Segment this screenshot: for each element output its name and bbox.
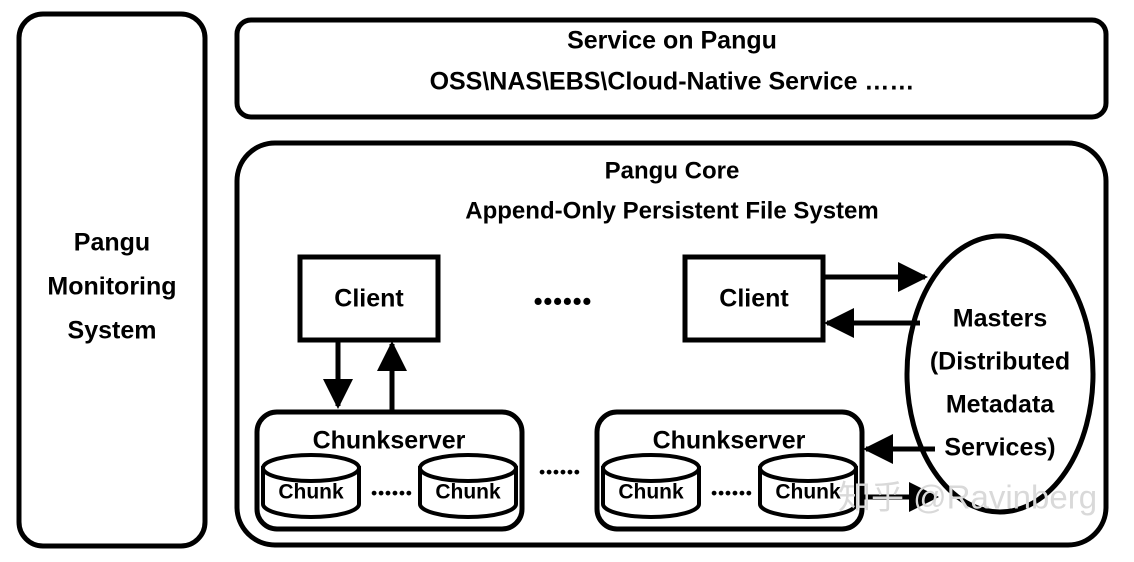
- chunk-separator-dots-1: ••••••: [371, 483, 413, 502]
- chunkserver-separator-dots: ••••••: [539, 462, 581, 481]
- pangu-monitoring-system-box[interactable]: Pangu Monitoring System: [16, 11, 208, 549]
- client-2-label: Client: [719, 285, 789, 313]
- sidebar-label-line2: Monitoring: [47, 273, 176, 301]
- chunk-2-1-top: [601, 453, 701, 483]
- core-subtitle: Append-Only Persistent File System: [465, 197, 878, 224]
- chunk-cylinder-1-1[interactable]: Chunk: [261, 453, 361, 519]
- chunk-2-1-label: Chunk: [618, 481, 684, 504]
- chunk-1-1-top: [261, 453, 361, 483]
- service-subtitle: OSS\NAS\EBS\Cloud-Native Service ……: [430, 68, 915, 96]
- chunkserver-2-label: Chunkserver: [653, 427, 806, 455]
- masters-label-line3: Metadata: [946, 391, 1055, 419]
- client-2-outline: [682, 254, 826, 343]
- watermark-text: 知乎 @Ravinberg: [838, 479, 1097, 516]
- chunk-1-2-label: Chunk: [435, 481, 501, 504]
- chunkserver-1-label: Chunkserver: [313, 427, 466, 455]
- masters-ellipse[interactable]: Masters (Distributed Metadata Services): [904, 233, 1096, 515]
- chunk-2-2-top: [758, 453, 858, 483]
- service-on-pangu-box[interactable]: Service on Pangu OSS\NAS\EBS\Cloud-Nativ…: [234, 17, 1109, 120]
- chunk-cylinder-2-1[interactable]: Chunk: [601, 453, 701, 519]
- masters-label-line2: (Distributed: [930, 348, 1070, 376]
- masters-label-line4: Services): [944, 434, 1055, 462]
- client-separator-dots: ••••••: [534, 288, 593, 316]
- chunk-1-2-top: [418, 453, 518, 483]
- sidebar-label-line1: Pangu: [74, 229, 150, 257]
- client-1-label: Client: [334, 285, 404, 313]
- chunkserver-box-1[interactable]: Chunkserver Chunk •••••• Chunk: [254, 409, 525, 532]
- chunk-1-1-label: Chunk: [278, 481, 344, 504]
- chunk-cylinder-1-2[interactable]: Chunk: [418, 453, 518, 519]
- service-title: Service on Pangu: [567, 27, 777, 55]
- client-1-outline: [297, 254, 441, 343]
- client-box-1[interactable]: Client: [297, 254, 441, 343]
- chunk-cylinder-2-2[interactable]: Chunk: [758, 453, 858, 519]
- sidebar-box-outline: [16, 11, 208, 549]
- chunkserver-box-2[interactable]: Chunkserver Chunk •••••• Chunk: [594, 409, 865, 532]
- client-box-2[interactable]: Client: [682, 254, 826, 343]
- chunk-separator-dots-2: ••••••: [711, 483, 753, 502]
- service-box-outline: [234, 17, 1109, 120]
- masters-outline: [904, 233, 1096, 515]
- masters-label-line1: Masters: [953, 305, 1048, 333]
- chunk-2-2-label: Chunk: [775, 481, 841, 504]
- sidebar-label-line3: System: [68, 317, 157, 345]
- core-title: Pangu Core: [605, 157, 740, 184]
